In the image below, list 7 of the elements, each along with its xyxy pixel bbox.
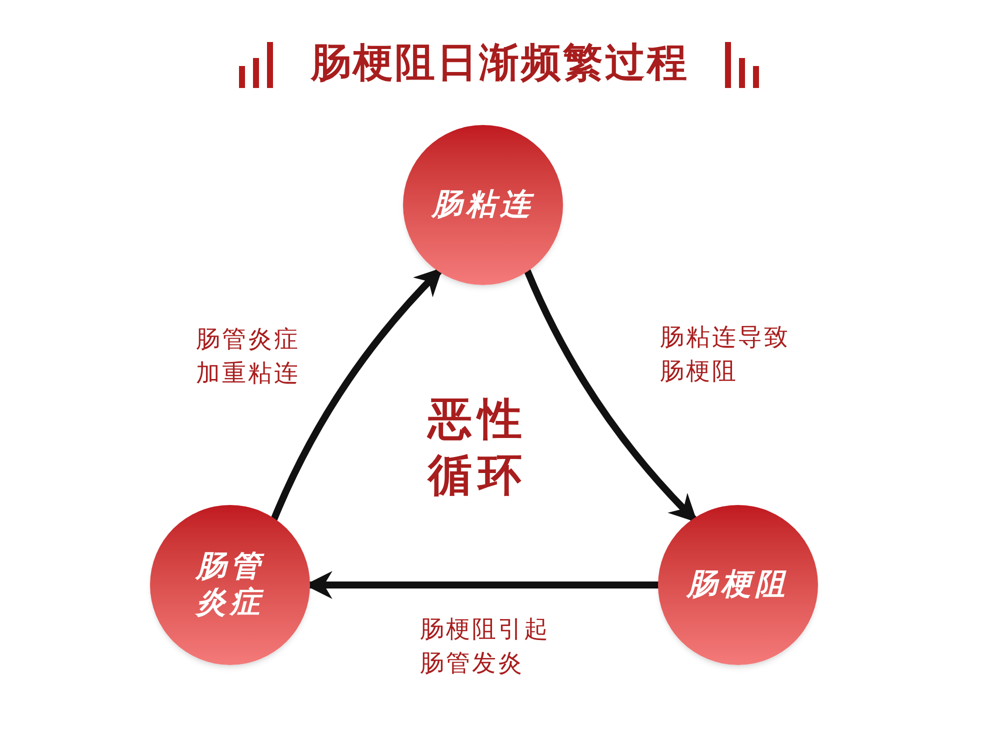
center-label: 恶性循环 [428,393,529,503]
circle-label: 肠管炎症 [194,549,266,621]
arrow [524,268,698,523]
circle-label: 肠粘连 [432,187,534,223]
circle-label: 肠梗阻 [687,567,789,603]
title: 肠梗阻日渐频繁过程 [311,39,689,88]
arrow [270,268,443,522]
